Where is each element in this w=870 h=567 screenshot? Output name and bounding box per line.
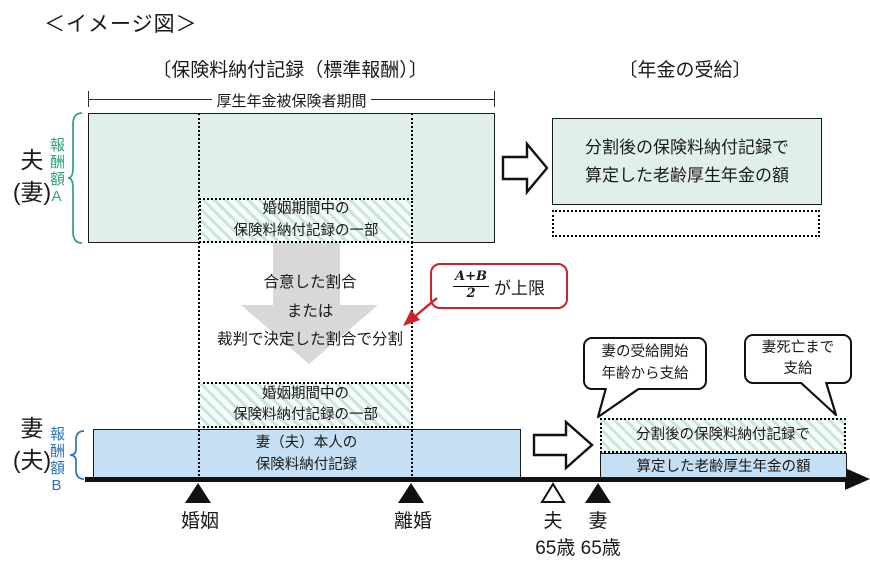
timeline-arrowhead-icon: [845, 468, 870, 490]
until-death-bubble-tail: [799, 382, 838, 417]
husband-row-label: 夫 (妻): [12, 147, 52, 206]
own-record-label: 妻（夫）本人の 保険料納付記録: [255, 435, 358, 473]
header-premium-record: 〔保険料納付記録（標準報酬）〕: [152, 60, 428, 81]
formula-fraction: A+B 2: [453, 269, 489, 301]
split-ratio-line3: 裁判で決定した割合で分割: [216, 331, 403, 348]
page-title: ＜イメージ図＞: [44, 13, 198, 36]
marriage-portion-line2: 保険料納付記録の一部: [233, 407, 378, 423]
split-ratio-line2: または: [286, 303, 334, 320]
split-down-arrow-icon: [241, 243, 378, 364]
marriage-portion-box-top: 婚姻期間中の 保険料納付記録の一部: [199, 198, 413, 243]
remuneration-b-brace-icon: [70, 430, 85, 480]
husband-age-label: 夫: [543, 511, 563, 532]
husband-65-marker-icon: [540, 482, 566, 503]
marriage-marker-icon: [185, 483, 211, 503]
remuneration-b-label: 報酬額B: [48, 426, 65, 496]
right-arrow-top-icon: [501, 140, 549, 196]
remuneration-a-brace-icon: [68, 112, 83, 244]
split-ratio-line1: 合意した割合: [263, 274, 357, 291]
callout-pointer-icon: [403, 297, 438, 326]
wife-row-label: 妻 (夫): [12, 415, 52, 474]
divorce-label: 離婚: [393, 511, 432, 532]
payment-start-bubble: 妻の受給開始 年齢から支給: [583, 337, 707, 390]
marriage-portion-line2: 保険料納付記録の一部: [233, 222, 379, 239]
insured-period-bracket: 厚生年金被保険者期間: [88, 90, 495, 111]
right-arrow-bottom-icon: [532, 419, 594, 471]
bracket-tick-left: [88, 91, 89, 107]
bracket-tick-right: [494, 91, 495, 107]
wife-own-record-box: [93, 429, 521, 479]
bracket-label: 厚生年金被保険者期間: [88, 90, 495, 111]
marriage-portion-box-transferred: 婚姻期間中の 保険料納付記録の一部: [198, 382, 413, 428]
until-death-bubble: 妻死亡まで 支給: [744, 334, 852, 384]
divorce-guide-line: [411, 113, 413, 480]
wife-result-hatched-box: 分割後の保険料納付記録で: [600, 418, 846, 453]
ages-label: 65歳 65歳: [535, 538, 621, 559]
upper-limit-callout: A+B 2 が上限: [430, 263, 568, 309]
transferred-away-placeholder-box: [552, 210, 820, 237]
payment-start-bubble-tail: [596, 388, 641, 419]
upper-limit-text: が上限: [493, 278, 545, 298]
wife-age-label: 妻: [588, 511, 608, 532]
remuneration-a-label: 報酬額A: [48, 137, 65, 207]
marriage-portion-line1: 婚姻期間中の: [262, 201, 350, 218]
marriage-label: 婚姻: [180, 511, 219, 532]
husband-record-box: [88, 113, 495, 243]
husband-result-box: 分割後の保険料納付記録で 算定した老齢厚生年金の額: [552, 118, 822, 205]
marriage-portion-line1: 婚姻期間中の: [262, 385, 349, 402]
wife-result-blue-box: 算定した老齢厚生年金の額: [600, 453, 847, 478]
wife-65-marker-icon: [585, 483, 611, 503]
timeline-axis: [85, 477, 851, 482]
header-pension-receipt: 〔年金の受給〕: [618, 60, 752, 81]
divorce-marker-icon: [398, 483, 424, 503]
marriage-guide-line: [198, 113, 200, 480]
